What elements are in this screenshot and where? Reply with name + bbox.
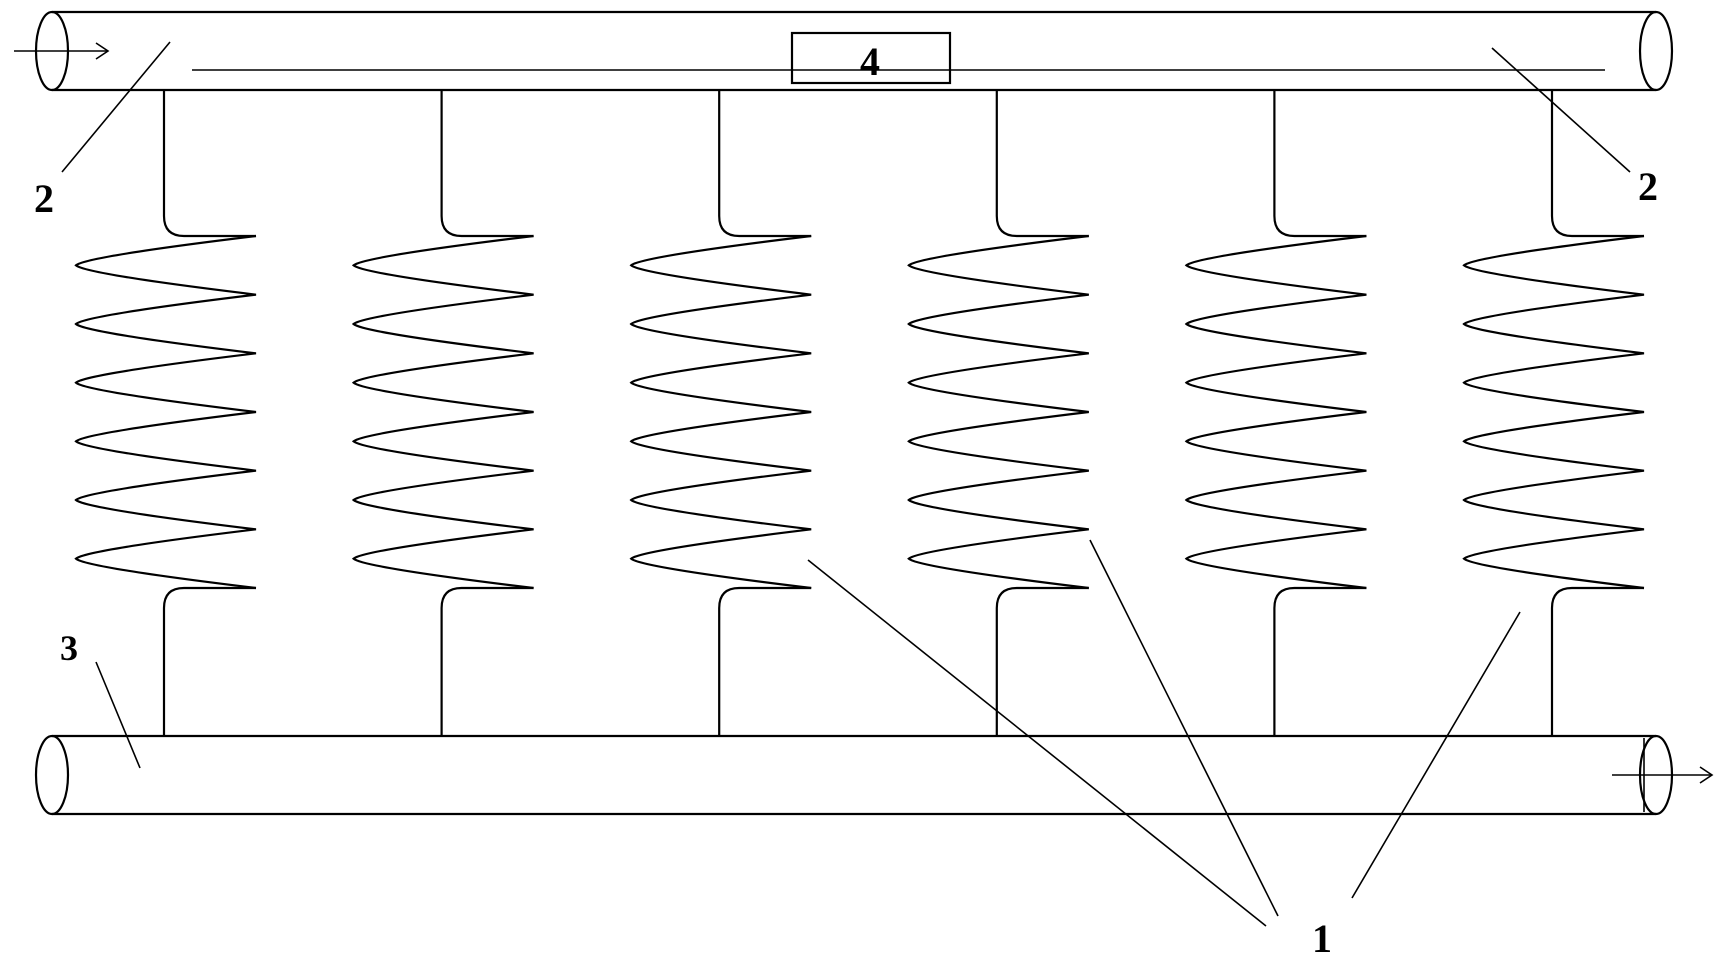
coil-element [1462, 90, 1645, 736]
coil-upper-connector [1550, 90, 1644, 238]
coil-zigzag [907, 234, 1089, 590]
coil-zigzag [351, 234, 534, 590]
coil-element [351, 90, 534, 736]
header-right-label: 2 [1638, 164, 1658, 209]
coil-lower-connector [440, 586, 534, 736]
header-left-label: 2 [34, 176, 54, 221]
outlet-arrow [1612, 766, 1714, 784]
coil-upper-connector [1273, 90, 1367, 238]
coil-group [74, 90, 1645, 736]
bottom-pipe [34, 734, 1674, 816]
coil-zigzag [629, 234, 812, 590]
coil-zigzag [74, 234, 257, 590]
bottom-pipe-label: 3 [60, 628, 78, 668]
coil-upper-connector [718, 90, 812, 238]
component-box: 4 [790, 31, 952, 85]
leader-lines [61, 41, 1631, 927]
coil-lower-connector [162, 586, 256, 736]
inlet-arrow [14, 42, 110, 60]
coil-zigzag [1184, 234, 1367, 590]
coil-zigzag [1462, 234, 1645, 590]
coil-element [1184, 90, 1367, 736]
coil-element [629, 90, 812, 736]
coil-upper-connector [995, 90, 1089, 238]
coil-upper-connector [162, 90, 256, 238]
top-header-pipe [34, 10, 1674, 92]
coil-element [907, 90, 1089, 736]
coil-lower-connector [718, 586, 812, 736]
coil-label: 1 [1312, 916, 1332, 960]
coil-lower-connector [1273, 586, 1367, 736]
coil-element [74, 90, 257, 736]
coil-lower-connector [995, 586, 1089, 736]
coil-lower-connector [1550, 586, 1644, 736]
coil-upper-connector [440, 90, 534, 238]
component-label: 4 [860, 39, 880, 84]
